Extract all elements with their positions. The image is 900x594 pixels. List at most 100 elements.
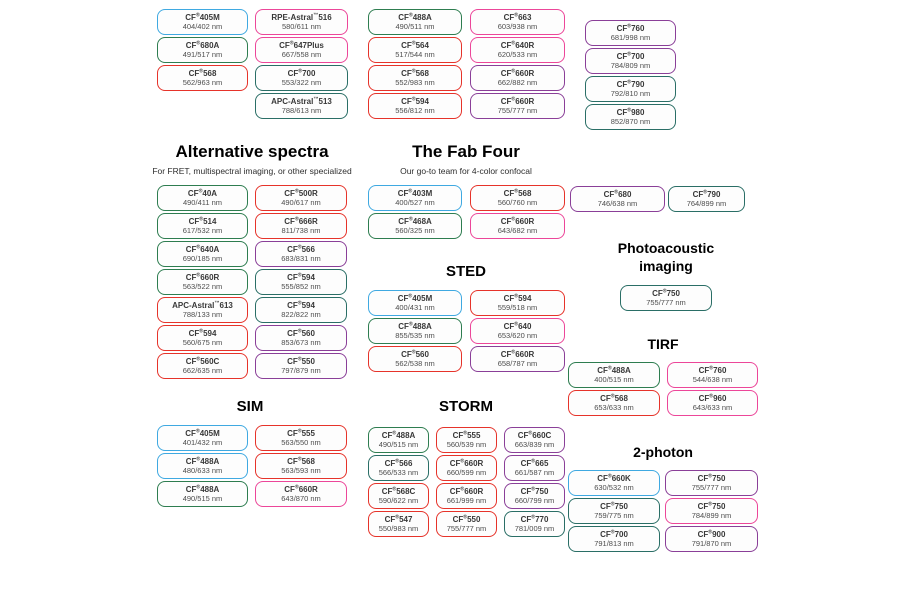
- dye-excitation-emission: 755/777 nm: [691, 483, 732, 493]
- dye-excitation-emission: 401/432 nm: [182, 438, 223, 448]
- dye-name: CF®680: [603, 189, 632, 199]
- dye-excitation-emission: 690/185 nm: [182, 254, 223, 264]
- dye-name: CF®568: [401, 68, 429, 78]
- dye-excitation-emission: 490/515 nm: [182, 494, 223, 504]
- dye-name: CF®405M: [185, 12, 220, 22]
- dye-excitation-emission: 559/518 nm: [497, 303, 538, 313]
- dye-name: CF®560C: [185, 356, 220, 366]
- dye-excitation-emission: 662/882 nm: [497, 78, 538, 88]
- photoacoustic-imaging-title: Photoacoustic imaging: [617, 240, 715, 274]
- dye-excitation-emission: 617/532 nm: [182, 226, 223, 236]
- dye-excitation-emission: 590/622 nm: [378, 496, 419, 506]
- dye-name: CF®660R: [449, 458, 484, 468]
- dye-name: CF®560: [287, 328, 315, 338]
- dye-excitation-emission: 662/635 nm: [182, 366, 223, 376]
- dye-excitation-emission: 580/611 nm: [281, 22, 322, 32]
- dye-excitation-emission: 400/431 nm: [395, 303, 435, 313]
- dye-name: CF®700: [616, 51, 645, 61]
- two-photon-title: 2-photon: [633, 444, 693, 460]
- dye-excitation-emission: 660/599 nm: [446, 468, 487, 478]
- dye-excitation-emission: 660/799 nm: [514, 496, 555, 506]
- dye-name: CF®663: [503, 12, 532, 22]
- dye-name: CF®750: [520, 486, 549, 496]
- dye-excitation-emission: 661/999 nm: [446, 496, 487, 506]
- fab-four-title: The Fab Four: [412, 142, 520, 161]
- dye-name: CF®514: [188, 216, 217, 226]
- dye-name: CF®700: [600, 529, 628, 539]
- dye-name: CF®555: [452, 430, 481, 440]
- dye-excitation-emission: 544/638 nm: [692, 375, 733, 385]
- dye-excitation-emission: 784/809 nm: [610, 61, 651, 71]
- dye-name: CF®547: [384, 514, 413, 524]
- dye-excitation-emission: 755/777 nm: [497, 106, 538, 116]
- dye-excitation-emission: 400/515 nm: [594, 375, 634, 385]
- dye-excitation-emission: 603/938 nm: [497, 22, 538, 32]
- dye-excitation-emission: 746/638 nm: [597, 199, 638, 209]
- dye-name: CF®405M: [185, 428, 220, 438]
- dye-name: CF®790: [692, 189, 721, 199]
- dye-excitation-emission: 788/613 nm: [281, 106, 322, 116]
- dye-excitation-emission: 563/550 nm: [281, 438, 321, 448]
- dye-excitation-emission: 643/633 nm: [692, 403, 733, 413]
- dye-excitation-emission: 855/535 nm: [395, 331, 435, 341]
- dye-name: CF®660R: [500, 68, 535, 78]
- dye-excitation-emission: 811/738 nm: [281, 226, 321, 236]
- dye-name: CF®770: [520, 514, 549, 524]
- dye-name: CF®566: [287, 244, 315, 254]
- dye-excitation-emission: 490/617 nm: [281, 198, 321, 208]
- dye-name: CF®550: [287, 356, 315, 366]
- dye-excitation-emission: 562/963 nm: [182, 78, 223, 88]
- tirf-title: TIRF: [647, 336, 679, 352]
- dye-excitation-emission: 663/839 nm: [514, 440, 555, 450]
- dye-excitation-emission: 630/532 nm: [594, 483, 634, 493]
- dye-excitation-emission: 553/322 nm: [281, 78, 322, 88]
- dye-name: CF®568: [600, 393, 628, 403]
- dye-name: CF®405M: [397, 293, 433, 303]
- dye-excitation-emission: 560/325 nm: [395, 226, 435, 236]
- dye-excitation-emission: 667/558 nm: [281, 50, 322, 60]
- dye-excitation-emission: 822/822 nm: [281, 310, 321, 320]
- dye-excitation-emission: 788/133 nm: [182, 310, 223, 320]
- dye-name: CF®750: [600, 501, 628, 511]
- dye-excitation-emission: 683/831 nm: [281, 254, 321, 264]
- dye-excitation-emission: 797/879 nm: [281, 366, 321, 376]
- dye-name: CF®660C: [517, 430, 552, 440]
- storm-title: STORM: [439, 398, 493, 415]
- dye-excitation-emission: 781/009 nm: [514, 524, 555, 534]
- dye-excitation-emission: 792/810 nm: [610, 89, 651, 99]
